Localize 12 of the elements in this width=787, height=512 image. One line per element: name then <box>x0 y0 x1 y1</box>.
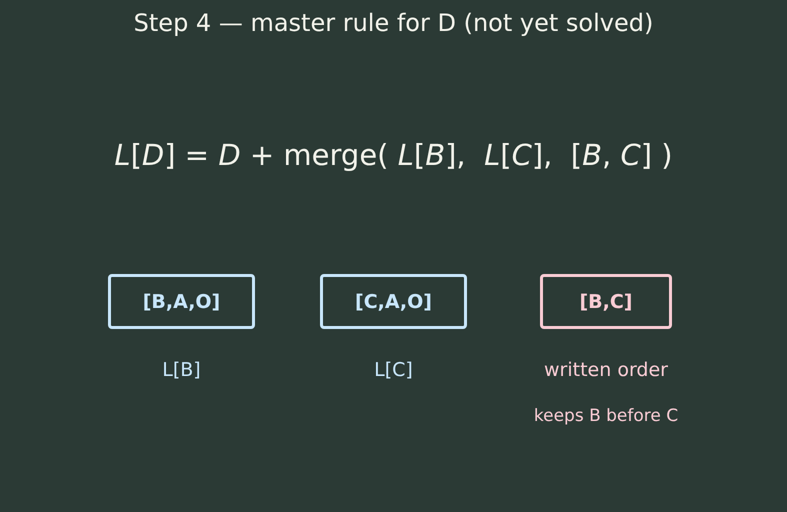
list-box <box>108 274 255 329</box>
caption-note: keeps B before C <box>534 406 678 426</box>
box-caption: L[B] <box>162 359 201 381</box>
list-box <box>540 274 672 329</box>
box-caption: written order <box>544 359 668 381</box>
box-caption: L[C] <box>374 359 413 381</box>
formula: L[D] = D + merge( L[B], L[C], [B, C] ) <box>114 138 673 172</box>
list-box <box>320 274 467 329</box>
list-text: [C,A,O] <box>355 290 432 312</box>
list-text: [B,C] <box>579 290 632 312</box>
title: Step 4 — master rule for D (not yet solved) <box>134 9 654 37</box>
list-text: [B,A,O] <box>142 290 220 312</box>
